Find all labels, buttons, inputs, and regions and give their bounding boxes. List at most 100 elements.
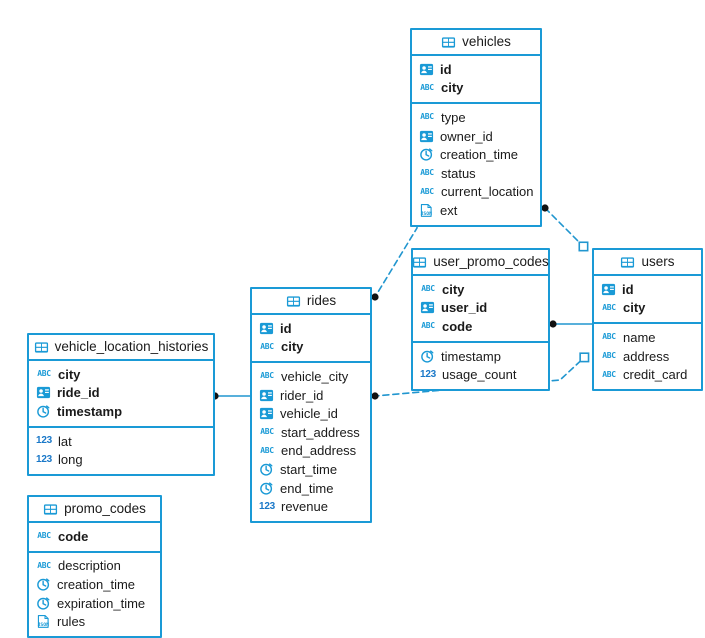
table-header-promo_codes[interactable]: promo_codes — [29, 497, 160, 523]
table-icon — [620, 255, 635, 270]
json-icon: JSON — [419, 203, 434, 218]
field-name: credit_card — [623, 367, 688, 383]
table-header-users[interactable]: users — [594, 250, 701, 276]
field-name: current_location — [441, 184, 534, 200]
123-icon: 123 — [419, 368, 437, 380]
column-row[interactable]: owner_id — [412, 127, 540, 146]
abc-icon: ABC — [602, 369, 616, 379]
abc-icon: ABC — [421, 321, 435, 331]
primary-key-row[interactable]: ride_id — [29, 384, 213, 403]
clock-icon — [419, 147, 434, 162]
field-name: id — [440, 61, 452, 77]
table-icon — [286, 294, 301, 309]
table-header-vehicle_location_histories[interactable]: vehicle_location_histories — [29, 335, 213, 361]
primary-key-row[interactable]: timestamp — [29, 402, 213, 421]
column-row[interactable]: timestamp — [413, 347, 548, 366]
relationship-vehicles-to-users[interactable] — [541, 204, 589, 252]
field-name: rider_id — [280, 387, 324, 403]
abc-icon: ABC — [260, 445, 274, 455]
clock-icon — [420, 349, 435, 364]
primary-key-row[interactable]: id — [252, 319, 370, 338]
field-name: start_time — [280, 461, 338, 477]
field-name: usage_count — [442, 367, 517, 383]
field-name: city — [623, 300, 646, 316]
json-icon: JSON — [36, 614, 51, 629]
column-row[interactable]: vehicle_id — [252, 404, 370, 423]
abc-icon: ABC — [420, 186, 434, 196]
field-name: expiration_time — [57, 595, 146, 611]
field-name: ride_id — [57, 385, 100, 401]
contact-card-icon — [259, 406, 274, 421]
table-header-vehicles[interactable]: vehicles — [412, 30, 540, 56]
table-header-rides[interactable]: rides — [252, 289, 370, 315]
column-row[interactable]: ABC current_location — [412, 183, 540, 202]
primary-key-row[interactable]: ABC city — [412, 79, 540, 98]
table-icon — [441, 35, 456, 50]
field-name: id — [280, 320, 292, 336]
field-name: type — [441, 109, 466, 125]
field-name: code — [58, 528, 89, 544]
table-header-user_promo_codes[interactable]: user_promo_codes — [413, 250, 549, 276]
primary-key-row[interactable]: id — [412, 60, 540, 79]
svg-text:JSON: JSON — [38, 622, 50, 628]
column-group: timestamp 123 usage_count — [413, 343, 548, 389]
table-title: promo_codes — [64, 501, 146, 517]
column-row[interactable]: ABC credit_card — [594, 365, 701, 384]
field-name: id — [622, 281, 634, 297]
clock-icon — [36, 596, 51, 611]
column-row[interactable]: start_time — [252, 460, 370, 479]
column-row[interactable]: 123 usage_count — [413, 365, 548, 384]
relationship-endpoint-square-target — [578, 241, 589, 252]
field-name: city — [442, 281, 465, 297]
relationship-user_promo_codes-to-users[interactable] — [549, 320, 593, 328]
field-name: city — [441, 80, 464, 96]
column-row[interactable]: end_time — [252, 479, 370, 498]
column-row[interactable]: creation_time — [29, 575, 160, 594]
clock-icon — [259, 481, 274, 496]
primary-key-row[interactable]: id — [594, 280, 701, 299]
field-name: long — [58, 452, 83, 468]
column-row[interactable]: creation_time — [412, 145, 540, 164]
column-row[interactable]: rider_id — [252, 386, 370, 405]
primary-key-row[interactable]: user_id — [413, 299, 548, 318]
clock-icon — [259, 462, 274, 477]
field-name: creation_time — [440, 147, 519, 163]
field-name: description — [58, 558, 121, 574]
relationship-endpoint-dot-target — [371, 293, 379, 301]
table-title: vehicle_location_histories — [54, 339, 209, 355]
relationship-rides-to-vehicle_location_histories[interactable] — [211, 392, 251, 400]
abc-icon: ABC — [420, 168, 434, 178]
column-row[interactable]: expiration_time — [29, 594, 160, 613]
contact-card-icon — [259, 321, 274, 336]
abc-icon: ABC — [420, 82, 434, 92]
relationship-endpoint-dot-source — [541, 204, 549, 212]
table-title: rides — [306, 293, 337, 309]
